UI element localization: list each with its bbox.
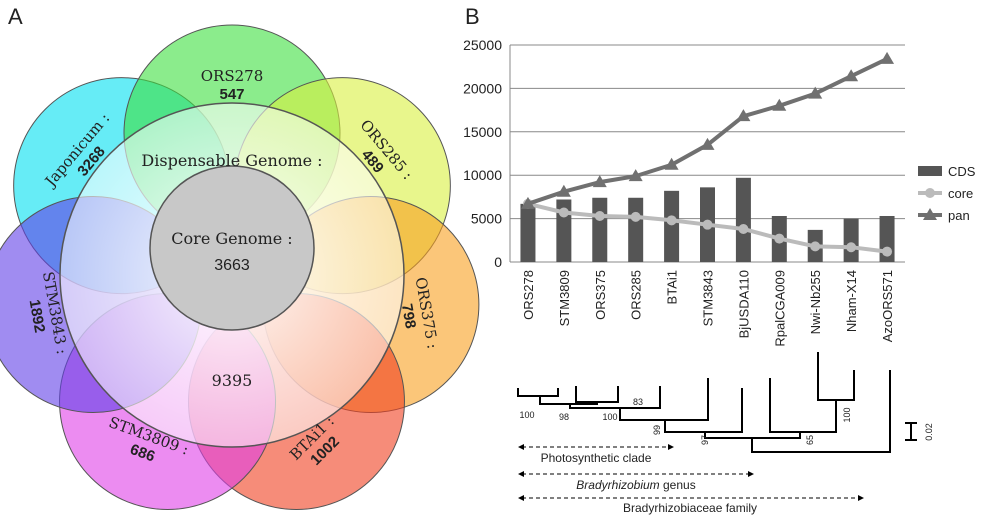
bootstrap-value: 100 [519, 410, 534, 420]
dispensable-label: Dispensable Genome : [141, 151, 322, 170]
y-tick-label: 0 [494, 254, 502, 270]
x-tick-label: ORS375 [593, 270, 608, 320]
pan-point [628, 169, 643, 182]
petal-name: ORS278 [201, 67, 264, 85]
tree-branch [817, 352, 855, 401]
x-tick-label: STM3843 [701, 270, 716, 326]
core-point [630, 211, 641, 222]
family-label: Bradyrhizobiaceae family [623, 501, 757, 515]
x-tick-label: Nwi-Nb255 [808, 270, 823, 334]
bootstrap-value: 83 [633, 397, 643, 407]
pan-point [556, 184, 571, 197]
scale-bar [905, 422, 917, 441]
tree-branch [539, 396, 598, 405]
legend-label: core [948, 186, 973, 201]
bootstrap-value: 97 [700, 435, 710, 445]
panel-label-a: A [8, 4, 23, 29]
y-tick-label: 5000 [471, 211, 502, 227]
x-tick-label: AzoORS571 [880, 270, 895, 342]
core-point [738, 224, 749, 235]
pan-point [664, 157, 679, 170]
y-tick-label: 15000 [463, 124, 502, 140]
pan-point [844, 69, 859, 82]
petal-value: 1892 [26, 298, 49, 334]
core-value: 3663 [214, 257, 250, 274]
core-point [810, 241, 821, 252]
x-tick-label: BTAi1 [665, 270, 680, 304]
core-point [666, 215, 677, 226]
core-point [558, 207, 569, 218]
cds-bar [520, 203, 536, 262]
core-point [846, 242, 857, 253]
x-tick-label: BjUSDA110 [736, 270, 751, 338]
core-point [882, 246, 893, 257]
clade-labels: Photosynthetic clade Bradyrhizobium genu… [541, 451, 757, 515]
x-tick-label: ORS278 [521, 270, 536, 320]
scale-label: 0.02 [924, 423, 934, 441]
cds-bar [628, 197, 644, 262]
legend-label: CDS [948, 164, 976, 179]
bootstrap-value: 99 [652, 425, 662, 435]
tree-labels: 100 98 100 83 99 97 65 100 0.02 [519, 397, 934, 445]
pan-point [592, 175, 607, 188]
petal-value: 798 [398, 302, 419, 330]
venn-diagram: Core Genome : 3663 Dispensable Genome : … [0, 24, 480, 511]
legend-swatch [918, 166, 942, 176]
pan-point [880, 51, 895, 64]
y-tick-label: 10000 [463, 167, 502, 183]
photosynthetic-clade-label: Photosynthetic clade [541, 451, 652, 465]
tree-branch [664, 388, 743, 433]
phylogenetic-tree [517, 352, 917, 453]
bar-chart: 0 5000 10000 15000 20000 25000 ORS278 STM3809 O… [463, 37, 976, 347]
cds-bar [843, 218, 859, 262]
tree-branch [751, 370, 891, 453]
bootstrap-value: 65 [805, 435, 815, 445]
x-tick-label: ORS285 [629, 270, 644, 320]
bootstrap-value: 100 [842, 407, 852, 422]
pan-point [700, 137, 715, 150]
core-label: Core Genome : [171, 229, 292, 248]
dispensable-value: 9395 [212, 371, 253, 390]
core-point [594, 210, 605, 221]
core-point [774, 233, 785, 244]
genus-label: Bradyrhizobium genus [576, 478, 695, 492]
genus-suffix: genus [660, 478, 696, 492]
tree-branch [575, 386, 619, 403]
genus-name: Bradyrhizobium [576, 478, 659, 492]
legend-marker [923, 208, 937, 220]
x-tick-label: Nham-X14 [844, 270, 859, 332]
legend-marker [925, 188, 935, 198]
panel-label-b: B [465, 4, 480, 29]
core-point [702, 219, 713, 230]
y-tick-label: 20000 [463, 80, 502, 96]
cds-bar [735, 177, 751, 262]
x-tick-label: RpalCGA009 [772, 270, 787, 347]
clade-annotations [522, 446, 860, 499]
y-tick-label: 25000 [463, 37, 502, 53]
x-tick-label: STM3809 [557, 270, 572, 326]
bootstrap-value: 98 [559, 412, 569, 422]
bootstrap-value: 100 [602, 412, 617, 422]
cds-bar [664, 190, 680, 262]
tree-branch [517, 388, 559, 397]
pan-point [520, 196, 535, 209]
pan-point [808, 86, 823, 99]
cds-bar [592, 197, 608, 262]
pan-point [736, 109, 751, 122]
tree-branch [769, 378, 837, 433]
petal-value: 547 [219, 86, 244, 103]
pan-point [772, 98, 787, 111]
legend-label: pan [948, 208, 970, 223]
core-circle [149, 165, 315, 331]
tree-branch [569, 386, 661, 409]
